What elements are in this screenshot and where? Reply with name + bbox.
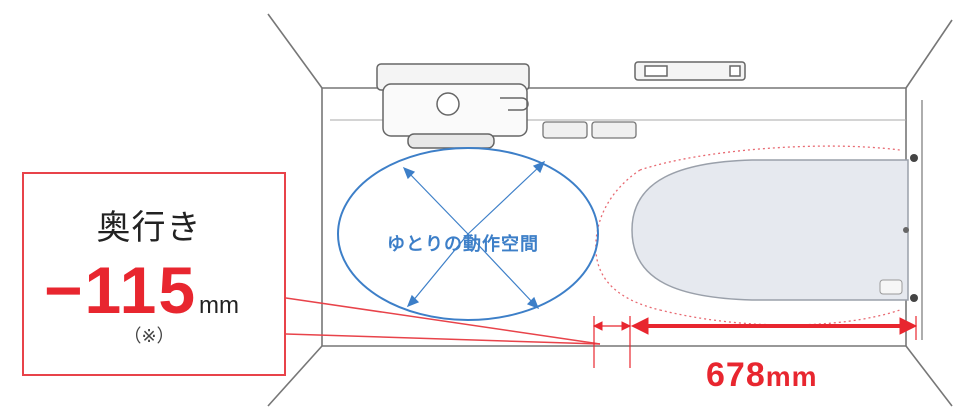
callout-pointer	[285, 297, 601, 345]
width-dimension-label: 678mm	[706, 356, 818, 395]
swing-arc-left	[595, 169, 661, 311]
dimension-lines	[592, 316, 918, 368]
pointer-line-lower	[285, 333, 601, 345]
depth-note: （※）	[123, 326, 175, 347]
dim-arrow-icon	[592, 321, 603, 331]
action-space-label: ゆとりの動作空間	[387, 234, 539, 255]
toilet-bowl	[631, 159, 909, 301]
dim-arrow-icon	[630, 317, 649, 335]
arrow-line	[411, 233, 469, 303]
swing-arc-bottom	[659, 309, 901, 326]
action-space-arrows	[402, 160, 546, 310]
wall-cabinet	[634, 61, 746, 81]
toilet	[631, 154, 918, 302]
cabinet-button-icon	[644, 65, 668, 77]
arrow-line	[407, 171, 469, 235]
width-value: 678	[706, 356, 766, 394]
toilet-hinge-icon	[910, 294, 918, 302]
swing-arc-top	[639, 145, 901, 171]
arrow-head-icon	[402, 166, 416, 180]
washbasin	[376, 63, 530, 149]
depth-callout: 奥行き −115mm （※）	[22, 172, 286, 376]
arrow-head-icon	[526, 296, 540, 310]
arrow-line	[467, 233, 535, 305]
dim-arrow-icon	[899, 317, 918, 335]
shelf-left	[542, 121, 588, 139]
depth-value: −115	[44, 253, 198, 327]
pointer-line-upper	[285, 297, 601, 345]
depth-label: 奥行き	[96, 208, 202, 248]
wall-edge-top-left	[267, 13, 323, 89]
faucet-icon	[500, 97, 529, 111]
wall-edge-bottom-right	[905, 345, 953, 407]
toilet-sensor-icon	[903, 227, 909, 233]
arrow-head-icon	[406, 294, 420, 308]
toilet-hinge-icon	[910, 154, 918, 162]
depth-unit: mm	[199, 292, 240, 319]
action-space	[337, 147, 599, 321]
shelves	[542, 121, 637, 139]
arrow-line	[467, 165, 541, 235]
toilet-remote-icon	[879, 279, 903, 295]
dim-arrow-icon	[621, 321, 632, 331]
shelf-right	[591, 121, 637, 139]
wall-edge-top-right	[905, 19, 953, 89]
arrow-head-icon	[532, 160, 546, 174]
door-swing-arc	[595, 145, 901, 326]
washbasin-base	[407, 133, 495, 149]
drain-icon	[436, 92, 460, 116]
depth-value-group: −115mm	[44, 252, 284, 328]
action-space-ellipse	[337, 147, 599, 321]
cabinet-knob-icon	[729, 65, 741, 77]
wall-edge-bottom-left	[267, 345, 323, 407]
width-unit: mm	[765, 361, 818, 392]
